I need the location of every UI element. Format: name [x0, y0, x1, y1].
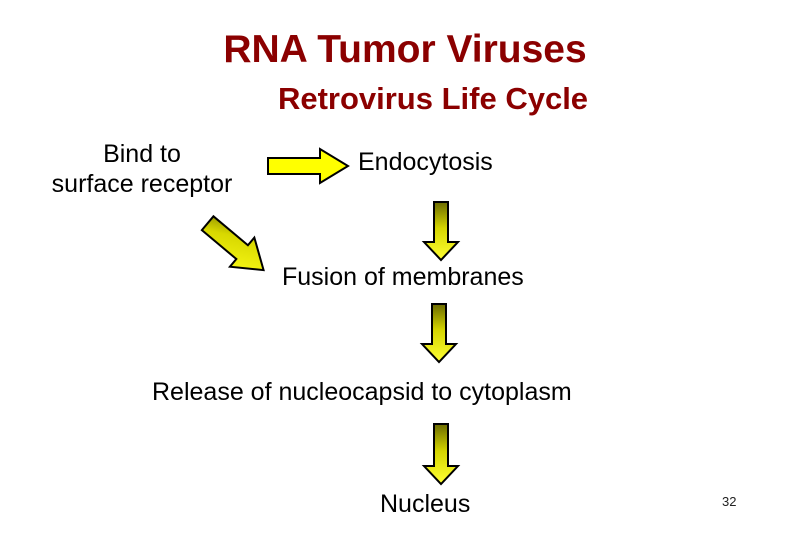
- bind-line-2: surface receptor: [51, 169, 233, 198]
- arrow-down-icon-3: [420, 422, 462, 486]
- step-label-nucleus: Nucleus: [380, 490, 471, 518]
- step-label-bind-to-surface-receptor: Bind to surface receptor: [4, 140, 280, 199]
- page-title: RNA Tumor Viruses: [223, 28, 587, 71]
- arrow-down-right-icon: [196, 210, 276, 284]
- arrow-down-icon-2: [418, 302, 460, 364]
- arrow-right-icon: [266, 146, 350, 186]
- page-subtitle: Retrovirus Life Cycle: [277, 81, 589, 116]
- bind-line-1: Bind to: [103, 140, 181, 168]
- arrow-down-icon-1: [420, 200, 462, 262]
- step-label-fusion-of-membranes: Fusion of membranes: [282, 263, 524, 291]
- page-number: 32: [722, 494, 737, 509]
- step-label-endocytosis: Endocytosis: [358, 148, 493, 176]
- step-label-release-of-nucleocapsid: Release of nucleocapsid to cytoplasm: [152, 378, 572, 406]
